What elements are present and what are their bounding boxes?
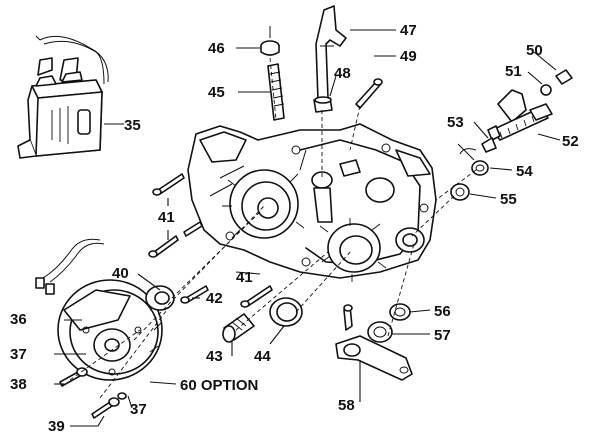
bushing-48: [313, 96, 333, 113]
callout-41b: 41: [236, 269, 253, 286]
screw-38: [59, 367, 88, 387]
callout-37b: 37: [130, 401, 147, 418]
callout-60-option: 60 OPTION: [180, 377, 258, 394]
callout-48: 48: [334, 65, 351, 82]
crankcase: [187, 123, 437, 282]
bolt-49: [355, 78, 383, 109]
callout-40: 40: [112, 265, 129, 282]
washer-37: [117, 392, 127, 400]
lever-shaft-47: [315, 5, 347, 101]
spring-54: [457, 143, 489, 176]
callout-35: 35: [124, 117, 141, 134]
assembly-lines: [69, 57, 477, 399]
callout-49: 49: [400, 48, 417, 65]
leader-lines: [54, 29, 561, 427]
bushing-43: [222, 313, 255, 343]
callouts: 35 36 37 38 39 37 40 41 41 42 43 44 45 4…: [10, 22, 579, 435]
seal-44: [269, 297, 303, 327]
callout-52: 52: [562, 133, 579, 150]
callout-36: 36: [10, 311, 27, 328]
callout-46: 46: [208, 40, 225, 57]
seal-57: [367, 321, 393, 343]
lever-58: [335, 304, 413, 381]
callout-51: 51: [505, 63, 522, 80]
callout-47: 47: [400, 22, 417, 39]
kickstart-50-53: [481, 69, 573, 153]
callout-38: 38: [10, 376, 27, 393]
bolt-42: [180, 285, 209, 304]
callout-37a: 37: [10, 346, 27, 363]
callout-43: 43: [206, 348, 223, 365]
callout-57: 57: [434, 327, 451, 344]
ignition-coil-35: [17, 35, 109, 159]
callout-54: 54: [516, 163, 533, 180]
callout-44: 44: [254, 348, 271, 365]
washer-56: [389, 303, 411, 321]
callout-50: 50: [526, 42, 543, 59]
stud-45: [267, 63, 285, 121]
callout-56: 56: [434, 303, 451, 320]
seal-55: [450, 183, 470, 201]
callout-41a: 41: [158, 209, 175, 226]
bolt-41-lower: [240, 285, 273, 308]
screw-39: [91, 397, 120, 419]
callout-55: 55: [500, 191, 517, 208]
callout-45: 45: [208, 84, 225, 101]
callout-53: 53: [447, 114, 464, 131]
oil-seal-40: [145, 285, 175, 311]
callout-42: 42: [206, 290, 223, 307]
nut-46: [260, 26, 280, 56]
callout-39: 39: [48, 418, 65, 435]
callout-58: 58: [338, 397, 355, 414]
